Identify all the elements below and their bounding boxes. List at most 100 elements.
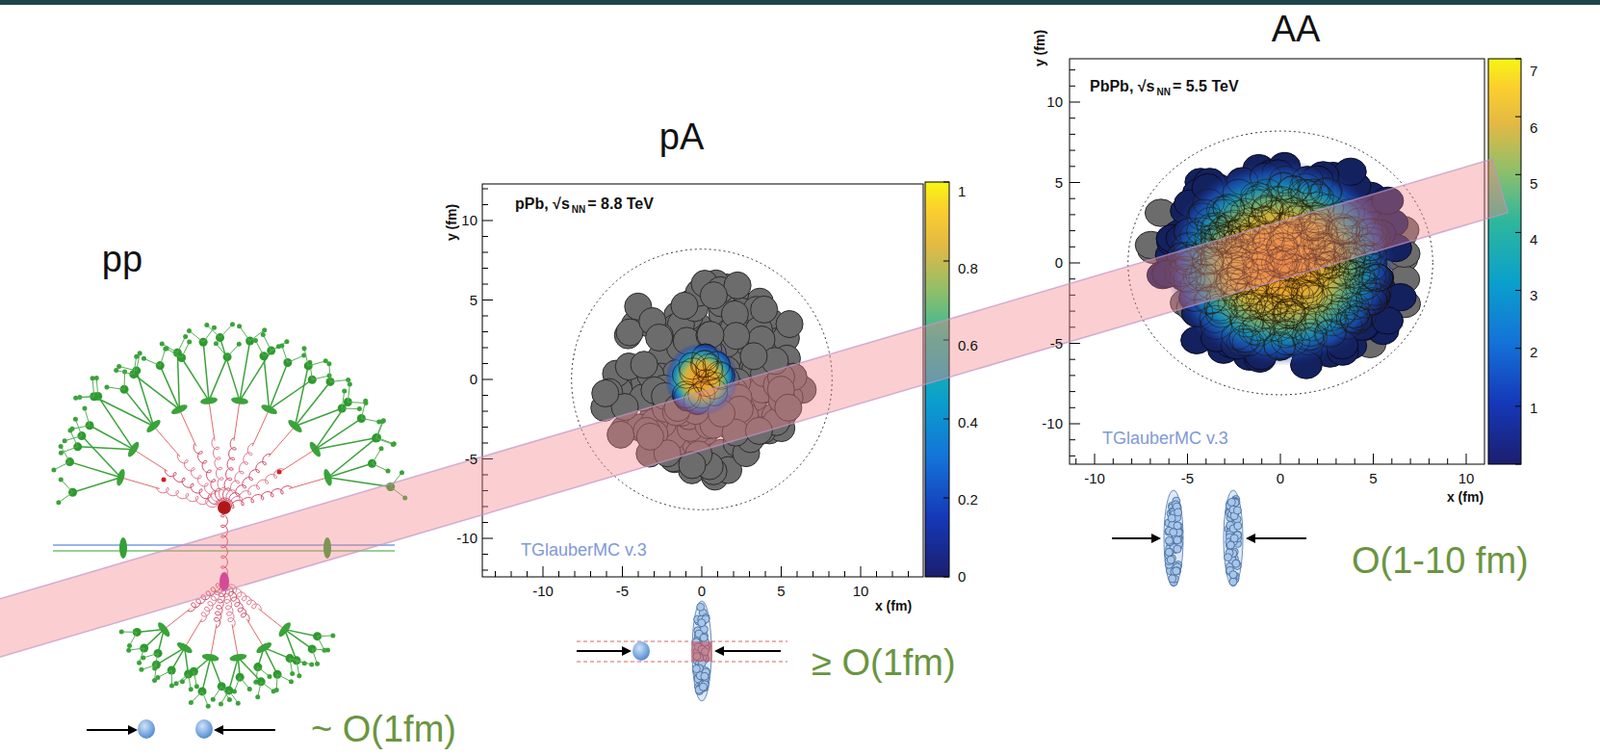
decay-dot [58, 476, 64, 482]
nucleon-dot [1173, 521, 1182, 530]
axis-tick [606, 570, 608, 577]
gluon-line [222, 587, 235, 628]
path-guide [576, 661, 788, 663]
axis-tick [733, 570, 735, 577]
nucleon-dot [699, 633, 708, 642]
decay-line [92, 378, 95, 397]
hadron-line [210, 657, 223, 687]
nucleus-disc [692, 600, 712, 701]
parton-line [184, 619, 203, 648]
axis-tick [1069, 342, 1081, 344]
spectator-nucleon [775, 310, 803, 338]
colorbar-tick [1515, 289, 1522, 291]
decay-dot [58, 443, 64, 449]
participant-outline [1297, 179, 1330, 207]
tick-label: 10 [852, 583, 870, 600]
axis-tick [482, 347, 489, 349]
decay-dot [247, 686, 253, 692]
hadron-line [263, 647, 278, 675]
tick-label: -5 [464, 450, 478, 467]
hadron-line [73, 477, 122, 492]
hadron-line [314, 402, 348, 450]
decay-dot [261, 327, 267, 333]
parton-line [281, 449, 315, 472]
participant-outline [1327, 271, 1360, 299]
nucleon-dot [1164, 547, 1173, 556]
plot-title: PbPb, √s [1089, 77, 1155, 96]
spectator-nucleon [699, 282, 727, 310]
axis-tick [482, 553, 489, 555]
decay-dot [357, 406, 362, 412]
decay-dot [113, 367, 119, 373]
nucleon-dot [1226, 541, 1235, 549]
decay-line [282, 345, 288, 362]
decay-dot [341, 387, 347, 393]
axis-tick [1069, 198, 1076, 200]
parton-line [258, 608, 284, 630]
decay-dot [326, 361, 332, 366]
axis-tick [1280, 453, 1282, 465]
axis-tick [1069, 407, 1076, 409]
parton-line [179, 409, 196, 446]
decay-line [161, 343, 178, 353]
decay-dot [327, 373, 333, 379]
nucleon-dot [1229, 577, 1238, 586]
decay-line [159, 348, 166, 365]
decay-dot [152, 677, 157, 683]
axis-tick [1069, 423, 1081, 425]
decay-line [376, 438, 394, 444]
spectator-nucleon [740, 342, 768, 370]
axis-tick [1069, 85, 1076, 87]
nucleon-dot [1168, 574, 1177, 583]
axis-tick [1069, 278, 1076, 280]
axis-tick [482, 394, 489, 396]
axis-tick [482, 538, 493, 540]
colorbar-tick [1515, 174, 1522, 176]
decay-dot [302, 660, 308, 666]
decay-line [124, 371, 127, 389]
participant-outline [1355, 287, 1388, 315]
participant-outline [1273, 298, 1306, 326]
tick-label: 10 [461, 212, 478, 230]
axis-tick [511, 570, 513, 577]
hadron-line [294, 408, 342, 426]
decay-dot [138, 667, 144, 672]
proton [632, 641, 650, 661]
decay-dot [379, 445, 385, 451]
participant-outline [1315, 318, 1347, 346]
nucleon-dot [1224, 553, 1233, 562]
colorbar-label: 4 [1529, 232, 1538, 249]
axis-tick [812, 570, 814, 577]
hadron-line [328, 477, 391, 488]
decay-line [106, 387, 125, 389]
tick-label: 0 [469, 371, 478, 388]
axis-tick [1224, 458, 1226, 465]
decay-dot [182, 334, 188, 339]
hadron-line [203, 341, 209, 401]
decay-dot [255, 694, 260, 699]
decay-line [206, 324, 221, 337]
axis-tick [1069, 455, 1076, 457]
nucleon-dot [1172, 567, 1181, 575]
decay-dot [73, 416, 78, 422]
participant-outline [1339, 259, 1371, 287]
decay-line [287, 355, 305, 362]
decay-line [116, 370, 134, 375]
decay-line [341, 390, 345, 409]
hadron-line [208, 357, 228, 401]
decay-dot [119, 629, 125, 635]
decay-dot [236, 323, 242, 329]
participant-outline [1286, 312, 1318, 340]
decay-dot [159, 340, 165, 346]
axis-tick [482, 569, 489, 571]
tick-label: -10 [532, 583, 554, 600]
axis-tick [1446, 458, 1448, 465]
axis-tick [907, 570, 909, 577]
decay-line [263, 346, 279, 357]
participant-outline [1226, 167, 1259, 195]
axis-tick [1069, 213, 1076, 215]
panel-label: AA [1271, 9, 1321, 51]
axis-tick [1168, 458, 1170, 465]
colorbar-label: 1 [1529, 400, 1538, 417]
axis-tick [701, 566, 703, 577]
